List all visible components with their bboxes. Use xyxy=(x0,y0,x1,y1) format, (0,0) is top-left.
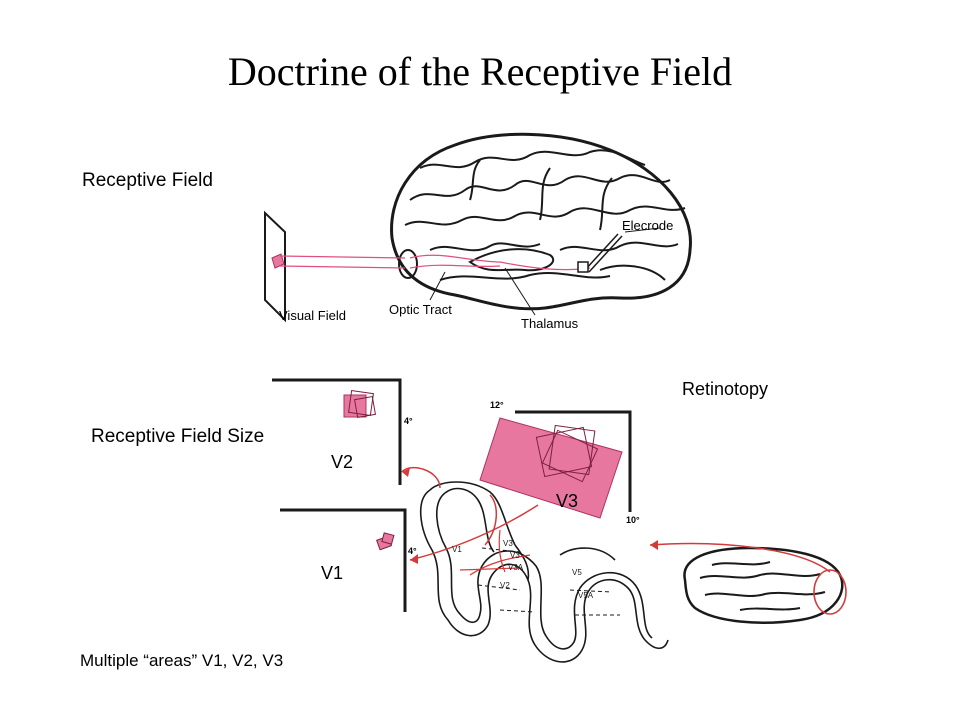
brain-illustration xyxy=(390,132,692,311)
v2-receptive-fields xyxy=(343,390,377,419)
receptive-field-size-heading: Receptive Field Size xyxy=(91,426,265,447)
electrode-label: Elecrode xyxy=(622,218,674,233)
v1-scale-label: 4° xyxy=(408,546,417,556)
top-leader-lines xyxy=(429,227,661,316)
cortex-label-v1: V1 xyxy=(452,545,462,554)
cortex-label-v5: V5 xyxy=(572,568,582,577)
retinotopy-label: Retinotopy xyxy=(682,379,769,399)
visual-field-screen xyxy=(264,210,286,323)
v3-label: V3 xyxy=(556,491,579,511)
v2-axes xyxy=(272,378,402,485)
cortex-label-v2: V2 xyxy=(500,581,510,590)
cortex-label-v3-low: V3 xyxy=(510,551,520,560)
electrode xyxy=(577,233,623,273)
v3-scale-top-label: 12° xyxy=(490,400,504,410)
v1-axes xyxy=(280,508,407,612)
v3-scale-bottom-label: 10° xyxy=(626,515,640,525)
arrow-heads xyxy=(402,468,658,564)
v3-axes xyxy=(515,410,632,512)
thalamus-label: Thalamus xyxy=(521,316,579,331)
v3-receptive-fields xyxy=(479,417,623,519)
cortex-labels: V1 V2 V3 V3A V3 V5 V5A xyxy=(452,539,594,600)
cortex-projection-lines xyxy=(459,529,531,576)
red-arrows xyxy=(401,467,831,573)
cortex-area-borders xyxy=(477,547,620,616)
slide-title: Doctrine of the Receptive Field xyxy=(227,49,733,94)
receptive-field-heading: Receptive Field xyxy=(82,170,213,191)
v1-label: V1 xyxy=(321,563,344,583)
cortex-section xyxy=(419,481,669,663)
areas-caption: Multiple “areas” V1, V2, V3 xyxy=(80,651,284,670)
cortex-label-v3-top: V3 xyxy=(503,539,513,548)
cortex-label-v3a: V3A xyxy=(508,563,524,572)
monkey-brain xyxy=(683,546,847,624)
v1-receptive-fields xyxy=(376,532,395,551)
cortex-label-v5a: V5A xyxy=(578,591,594,600)
visual-field-label: Visual Field xyxy=(279,308,346,323)
optic-tract-label: Optic Tract xyxy=(389,302,452,317)
v2-scale-label: 4° xyxy=(404,416,413,426)
v2-label: V2 xyxy=(331,452,354,472)
